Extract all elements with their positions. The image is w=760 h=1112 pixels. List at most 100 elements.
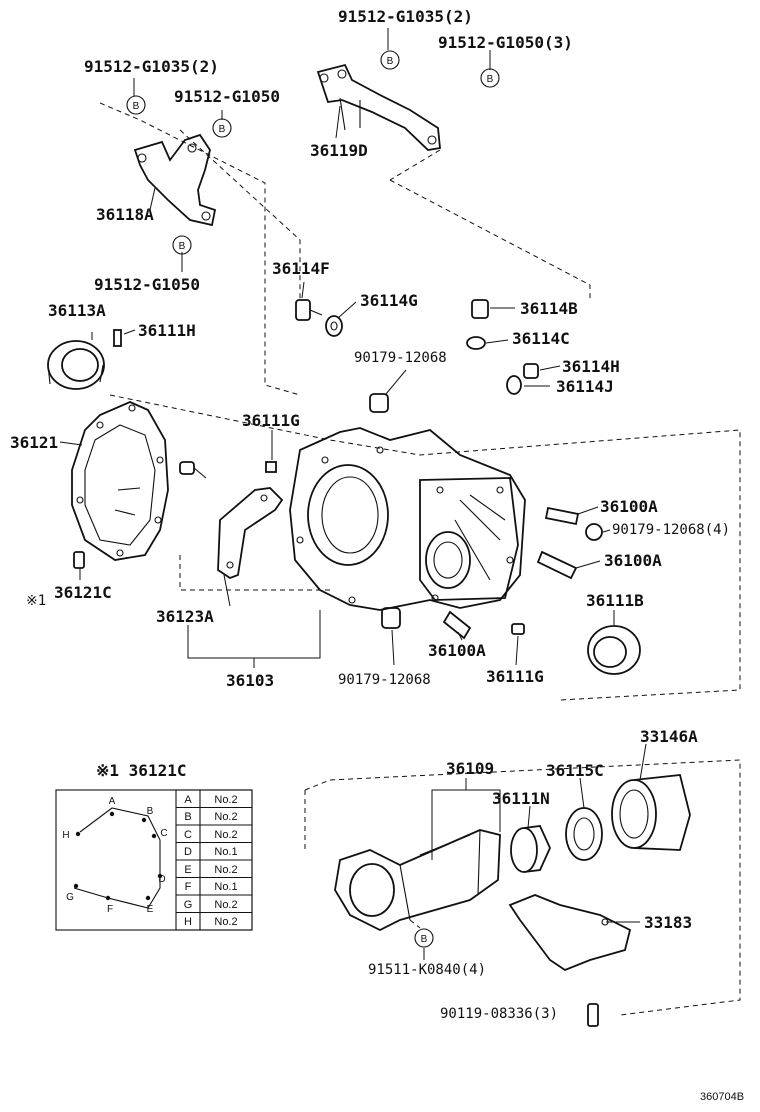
table-cell-part: No.1 bbox=[214, 846, 237, 858]
svg-text:B: B bbox=[487, 74, 494, 85]
bracket-36119d[interactable] bbox=[316, 63, 441, 151]
circle-b-marker: B bbox=[172, 235, 192, 255]
inset-pin-f: F bbox=[107, 904, 113, 915]
table-cell-pos: G bbox=[184, 899, 193, 911]
circle-b-marker: B bbox=[480, 68, 500, 88]
label-36114f: 36114F bbox=[272, 259, 330, 278]
table-cell-pos: H bbox=[184, 916, 192, 928]
inset-pin-d: D bbox=[158, 874, 165, 885]
stud-36100a-bottom[interactable] bbox=[442, 610, 472, 640]
washer-36114g[interactable] bbox=[325, 315, 343, 337]
label-36103: 36103 bbox=[226, 671, 274, 690]
table-cell-pos: D bbox=[184, 846, 192, 858]
label-36100a-a: 36100A bbox=[600, 497, 658, 516]
oil-seal-36111b[interactable] bbox=[587, 625, 641, 675]
table-cell-pos: A bbox=[184, 794, 192, 806]
note-mark: ※1 bbox=[26, 593, 46, 609]
svg-text:B: B bbox=[133, 101, 140, 112]
inset-pin-g: G bbox=[66, 892, 74, 903]
label-36114h: 36114H bbox=[562, 357, 620, 376]
seal-36115c[interactable] bbox=[565, 807, 603, 861]
extension-housing-36109[interactable] bbox=[334, 829, 501, 932]
label-90179-12068-a: 90179-12068 bbox=[354, 350, 447, 366]
figure-code: 360704B bbox=[700, 1091, 744, 1103]
bolt-36121c[interactable] bbox=[73, 551, 85, 569]
inset-pin-c: C bbox=[160, 828, 167, 839]
svg-text:B: B bbox=[421, 934, 428, 945]
cover-36121[interactable] bbox=[71, 401, 169, 561]
assembly-outlines bbox=[99, 102, 741, 1016]
label-91512-g1035-top: 91512-G1035(2) bbox=[338, 7, 473, 26]
bolt-36114f[interactable] bbox=[295, 299, 323, 321]
part-labels: 91512-G1035(2) 91512-G1050(3) 91512-G103… bbox=[10, 7, 744, 1103]
table-cell-pos: F bbox=[185, 881, 192, 893]
washer-36114j[interactable] bbox=[506, 375, 522, 395]
bracket-33183[interactable] bbox=[508, 894, 632, 972]
label-36114b: 36114B bbox=[520, 299, 578, 318]
svg-text:B: B bbox=[219, 124, 226, 135]
label-33146a: 33146A bbox=[640, 727, 698, 746]
label-90179-12068-b: 90179-12068 bbox=[338, 672, 431, 688]
stud-36100a-lower[interactable] bbox=[536, 550, 578, 580]
oil-seal-36113a[interactable] bbox=[47, 340, 105, 390]
transfer-case-36103[interactable] bbox=[289, 427, 526, 611]
nut-90179-12068-top[interactable] bbox=[369, 393, 389, 413]
pin-36111g-top[interactable] bbox=[265, 461, 277, 473]
plug-36114b[interactable] bbox=[471, 299, 489, 319]
table-cell-part: No.2 bbox=[214, 864, 237, 876]
label-91511-k0840-4: 91511-K0840(4) bbox=[368, 962, 486, 978]
label-36100a-b: 36100A bbox=[604, 551, 662, 570]
label-36100a-c: 36100A bbox=[428, 641, 486, 660]
label-36114c: 36114C bbox=[512, 329, 570, 348]
table-cell-pos: B bbox=[184, 811, 191, 823]
label-36111g-a: 36111G bbox=[242, 411, 300, 430]
label-36111n: 36111N bbox=[492, 789, 550, 808]
screw-36111h[interactable] bbox=[113, 329, 122, 347]
nut-90179-12068-bottom[interactable] bbox=[381, 607, 401, 629]
label-36118a: 36118A bbox=[96, 205, 154, 224]
guide-36123a[interactable] bbox=[217, 487, 284, 580]
label-36111h: 36111H bbox=[138, 321, 196, 340]
svg-text:B: B bbox=[387, 56, 394, 67]
washer-36114c[interactable] bbox=[466, 336, 486, 350]
inset-pin-e: E bbox=[147, 904, 154, 915]
inset-pin-a: A bbox=[109, 796, 116, 807]
inset-pin-b: B bbox=[147, 806, 154, 817]
label-91512-g1035-left: 91512-G1035(2) bbox=[84, 57, 219, 76]
label-36115c: 36115C bbox=[546, 761, 604, 780]
circle-b-marker: B bbox=[212, 118, 232, 138]
bracket-36118a[interactable] bbox=[133, 133, 217, 227]
table-cell-pos: E bbox=[184, 864, 191, 876]
label-36111b: 36111B bbox=[586, 591, 644, 610]
table-cell-pos: C bbox=[184, 829, 192, 841]
label-36121: 36121 bbox=[10, 433, 58, 452]
inset-36121c: ※1 36121C A B C D E F G H A No.2 bbox=[55, 761, 253, 931]
label-90179-12068-4: 90179-12068(4) bbox=[612, 522, 730, 538]
table-cell-part: No.2 bbox=[214, 899, 237, 911]
table-cell-part: No.2 bbox=[214, 916, 237, 928]
cover-33146a[interactable] bbox=[611, 774, 691, 851]
leader-lines bbox=[59, 28, 647, 960]
inset-title: ※1 36121C bbox=[96, 761, 186, 780]
label-36114j: 36114J bbox=[556, 377, 614, 396]
stud-36100a-upper[interactable] bbox=[544, 506, 580, 526]
table-cell-part: No.2 bbox=[214, 829, 237, 841]
bushing-36111n[interactable] bbox=[510, 825, 551, 873]
label-36119d: 36119D bbox=[310, 141, 368, 160]
nut-90179-12068-right[interactable] bbox=[585, 523, 603, 541]
pin-36111g-bottom[interactable] bbox=[511, 623, 525, 635]
svg-text:B: B bbox=[179, 241, 186, 252]
label-36109: 36109 bbox=[446, 759, 494, 778]
table-cell-part: No.2 bbox=[214, 811, 237, 823]
table-cell-part: No.2 bbox=[214, 794, 237, 806]
plug-36114h[interactable] bbox=[523, 363, 539, 379]
bolt-90119-08336[interactable] bbox=[587, 1003, 599, 1027]
circle-b-marker: B bbox=[380, 50, 400, 70]
bolt-center[interactable] bbox=[179, 461, 207, 479]
table-cell-part: No.1 bbox=[214, 881, 237, 893]
label-36121c: 36121C bbox=[54, 583, 112, 602]
label-91512-g1050-3: 91512-G1050(3) bbox=[438, 33, 573, 52]
label-90119-08336-3: 90119-08336(3) bbox=[440, 1006, 558, 1022]
label-36113a: 36113A bbox=[48, 301, 106, 320]
